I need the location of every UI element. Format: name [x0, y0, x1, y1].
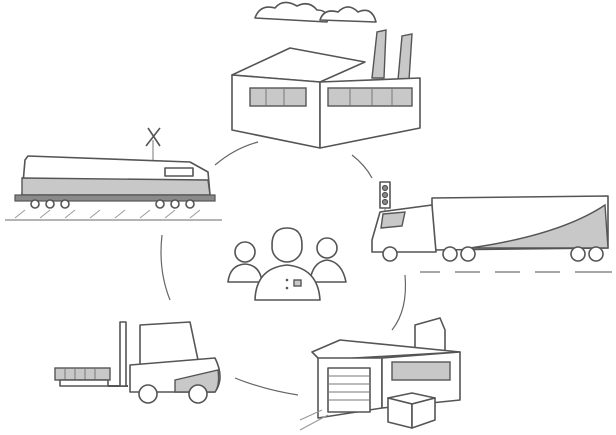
factory-icon: [231, 1, 421, 149]
truck-icon: [371, 181, 612, 273]
warehouse-icon: [299, 317, 461, 431]
forklift-icon: [54, 321, 221, 404]
cycle-connector: [160, 141, 407, 396]
train-icon: [5, 127, 222, 221]
customer-service-team-icon: [227, 227, 347, 301]
